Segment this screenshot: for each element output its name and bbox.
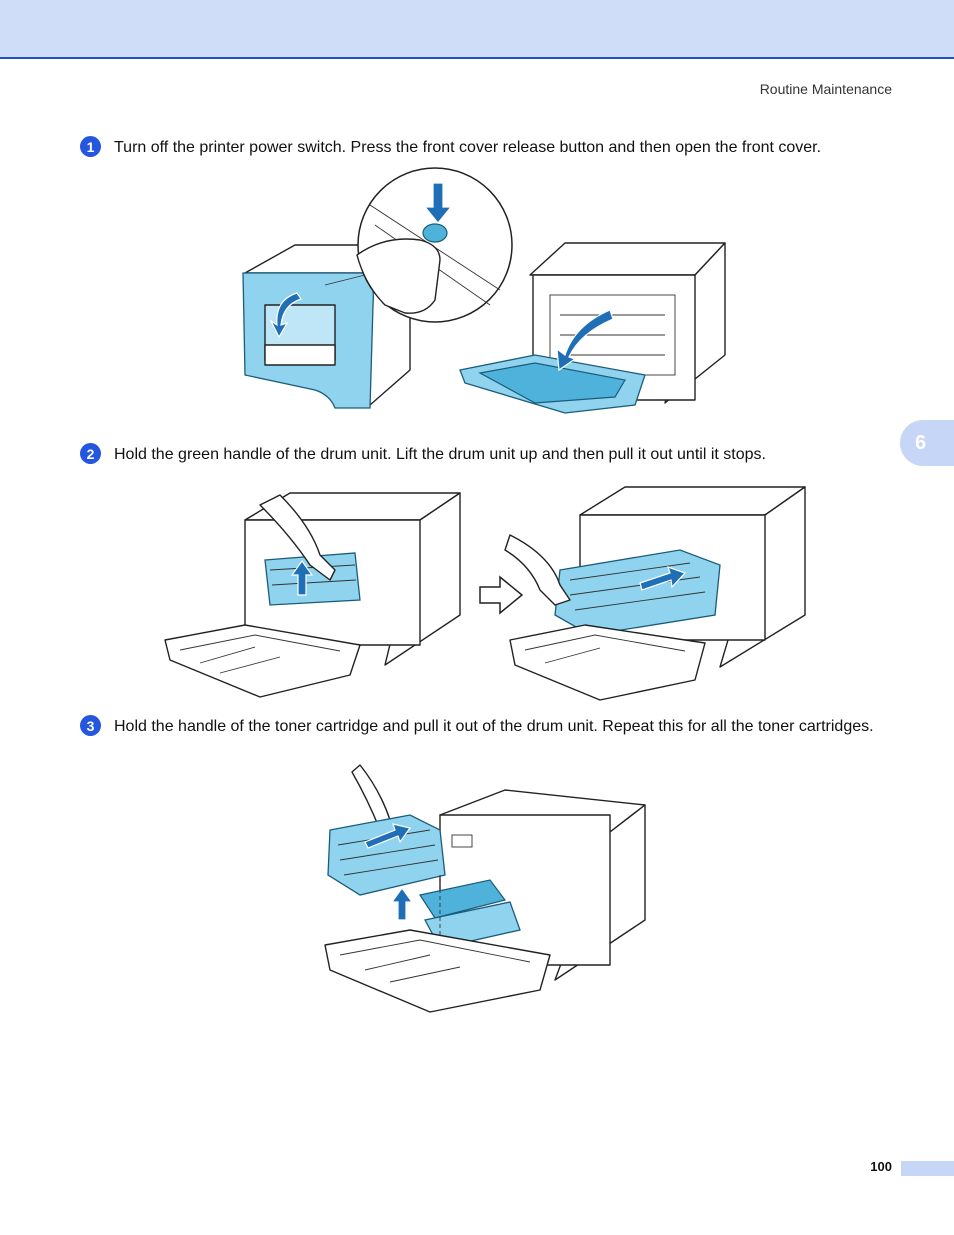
step-3-number: 3 [80,715,101,736]
page-number: 100 [870,1159,892,1174]
step-1-number: 1 [80,136,101,157]
figure-pull-drum-unit [164,486,806,701]
page-footer-band [901,1161,954,1176]
release-button-zoom [324,167,513,323]
step-2-number: 2 [80,443,101,464]
section-title: Routine Maintenance [759,81,892,97]
step-2: 2 Hold the green handle of the drum unit… [80,443,880,465]
printer-cover-open-illustration [459,242,726,414]
direction-arrow [479,575,524,615]
figure-open-front-cover [242,167,726,414]
printer-toner-removal-illustration [324,764,646,1013]
step-1-text: Turn off the printer power switch. Press… [114,139,822,156]
printer-drum-lift-illustration [164,492,461,698]
step-3: 3 Hold the handle of the toner cartridge… [80,715,880,737]
printer-drum-pulled-illustration [504,486,806,701]
chapter-tab[interactable]: 6 [900,420,954,466]
step-3-text: Hold the handle of the toner cartridge a… [114,718,874,735]
figure-remove-toner-cartridge [324,764,646,1013]
step-2-text: Hold the green handle of the drum unit. … [114,446,766,463]
page-header-band [0,0,954,59]
step-1: 1 Turn off the printer power switch. Pre… [80,136,880,158]
